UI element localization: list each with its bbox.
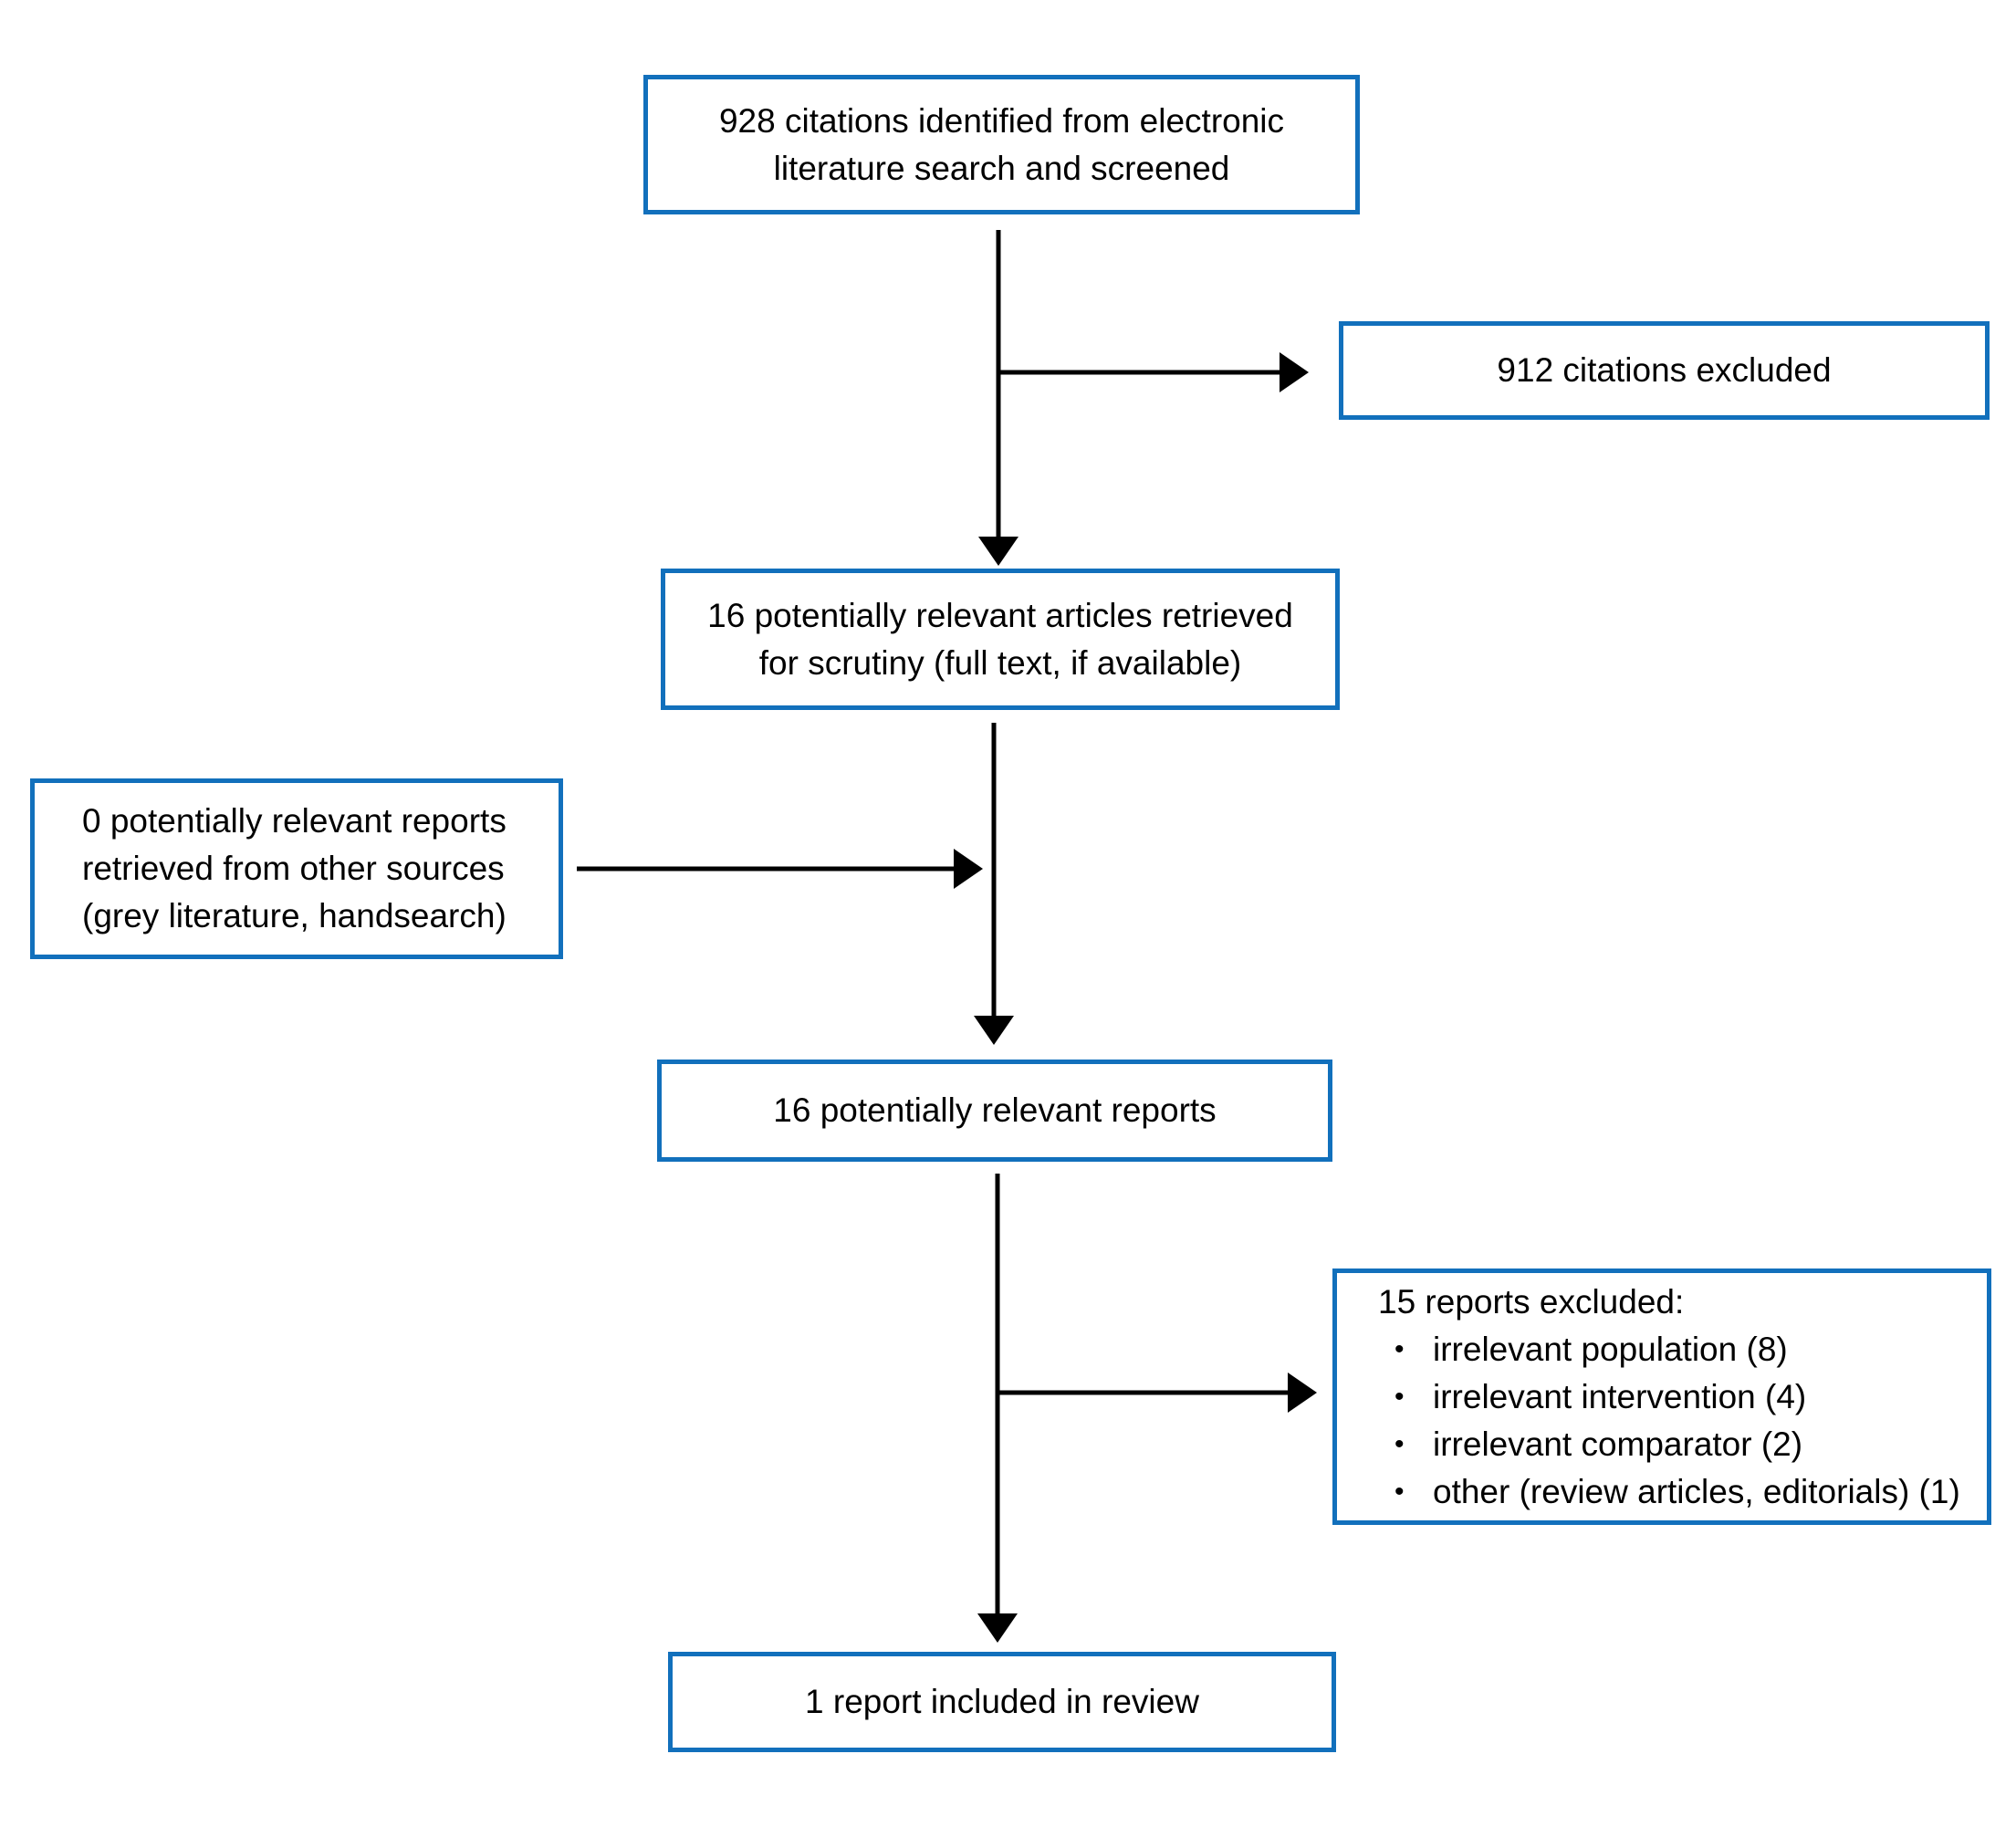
excluded-reason: irrelevant intervention (4): [1378, 1373, 1960, 1421]
box-line: 0 potentially relevant reports: [82, 802, 507, 840]
box-citations-identified: 928 citations identified from electronic…: [643, 75, 1360, 214]
box-reports-other-sources: 0 potentially relevant reports retrieved…: [30, 778, 563, 959]
box-line: (grey literature, handsearch): [82, 897, 507, 934]
box-line: literature search and screened: [773, 149, 1230, 187]
excluded-reason: irrelevant population (8): [1378, 1326, 1960, 1373]
arrow-identified-to-retrieved: [978, 230, 1018, 566]
box-line: 928 citations identified from electronic: [718, 101, 1285, 140]
arrow-branch-to-excluded-citations: [998, 352, 1309, 392]
box-reports-excluded: 15 reports excluded: irrelevant populati…: [1332, 1268, 1991, 1525]
box-line: 16 potentially relevant reports: [773, 1091, 1217, 1129]
box-line: 16 potentially relevant articles retriev…: [707, 596, 1293, 634]
excluded-reports-list: irrelevant population (8) irrelevant int…: [1378, 1326, 1960, 1516]
box-relevant-reports: 16 potentially relevant reports: [657, 1060, 1332, 1162]
box-line: retrieved from other sources: [82, 850, 505, 887]
arrow-other-sources-to-flow: [577, 849, 983, 889]
arrow-retrieved-to-relevant-reports: [974, 723, 1014, 1045]
box-articles-retrieved: 16 potentially relevant articles retriev…: [661, 569, 1340, 710]
arrow-branch-to-excluded-reports: [998, 1373, 1317, 1413]
box-line: for scrutiny (full text, if available): [758, 643, 1242, 682]
box-line: 912 citations excluded: [1497, 351, 1832, 389]
excluded-reason: other (review articles, editorials) (1): [1378, 1468, 1960, 1516]
box-line: 1 report included in review: [805, 1683, 1199, 1720]
box-report-included: 1 report included in review: [668, 1652, 1336, 1752]
arrow-relevant-reports-to-included: [977, 1174, 1018, 1643]
box-citations-excluded: 912 citations excluded: [1339, 321, 1990, 420]
excluded-reason: irrelevant comparator (2): [1378, 1421, 1960, 1468]
excluded-reports-heading: 15 reports excluded:: [1378, 1282, 1685, 1321]
